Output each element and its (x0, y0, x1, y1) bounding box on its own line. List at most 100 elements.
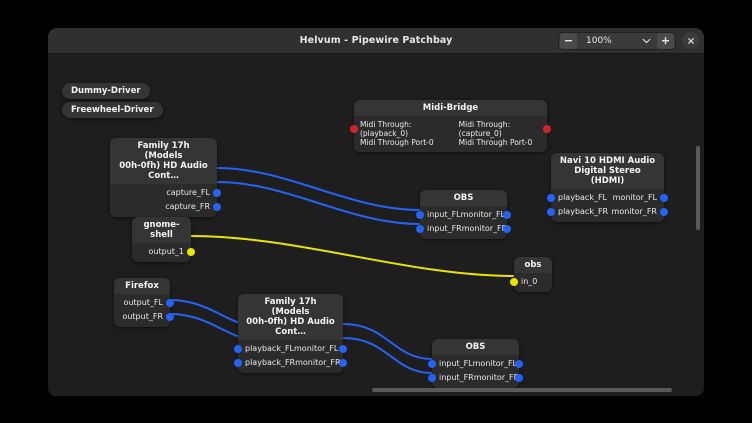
link-gnome-obs (190, 235, 515, 277)
port-label: output_1 (148, 247, 184, 256)
node-title: gnome-shell (143, 220, 180, 240)
port-row-navi-1[interactable]: playback_FL monitor_FL (547, 191, 668, 205)
patchbay-canvas[interactable]: Dummy-Driver Freewheel-Driver Midi-Bridg… (48, 54, 704, 396)
node-title: Dummy-Driver (71, 86, 141, 96)
node-title: Family 17h (Models 00h-0fh) HD Audio Con… (119, 141, 208, 181)
port-dot-playback-fr[interactable] (234, 359, 242, 367)
port-dot-playback-fl[interactable] (547, 194, 555, 202)
port-row-obs-bot-2[interactable]: input_FR monitor_FR (428, 371, 523, 385)
port-dot-monitor-fl[interactable] (339, 345, 347, 353)
port-label: output_FR (122, 312, 163, 321)
port-label: input_FR (439, 373, 474, 382)
port-label: monitor_FL (460, 210, 505, 219)
port-dot-input-fl[interactable] (416, 211, 424, 219)
titlebar-controls: 100% (558, 28, 699, 53)
port-label: in_0 (521, 277, 538, 286)
port-dot-midi-in[interactable] (350, 125, 358, 133)
node-title: OBS (465, 342, 486, 352)
port-label: monitor_FL (612, 193, 657, 202)
node-dummy-driver[interactable]: Dummy-Driver (62, 83, 150, 99)
port-label: playback_FR (245, 358, 296, 367)
port-label: monitor_FR (461, 224, 508, 233)
port-output-fl[interactable]: output_FL (114, 296, 174, 310)
port-row-fam-bot-1[interactable]: playback_FL monitor_FL (234, 342, 347, 356)
node-firefox[interactable]: Firefox output_FL output_FR (114, 278, 174, 327)
port-label: capture_FL (166, 188, 210, 197)
app-window: Helvum - Pipewire Patchbay 100% (48, 28, 704, 396)
node-family17h-top[interactable]: Family 17h (Models 00h-0fh) HD Audio Con… (110, 138, 221, 217)
zoom-control-group[interactable]: 100% (558, 31, 676, 50)
port-capture-fl[interactable]: capture_FL (110, 186, 221, 200)
link-capture-fr (216, 181, 421, 225)
title-bar[interactable]: Helvum - Pipewire Patchbay 100% (48, 28, 704, 54)
port-output-fr[interactable]: output_FR (114, 310, 174, 324)
node-title: Family 17h (Models 00h-0fh) HD Audio Con… (246, 297, 335, 337)
port-midi-playback[interactable]: Midi Through:(playback_0) Midi Through P… (360, 120, 434, 147)
port-dot-output-fr[interactable] (166, 313, 174, 321)
node-family17h-bottom[interactable]: Family 17h (Models 00h-0fh) HD Audio Con… (234, 294, 347, 373)
port-dot-playback-fr[interactable] (547, 208, 555, 216)
node-title: obs (524, 260, 542, 270)
node-gnome-shell[interactable]: gnome-shell output_1 (132, 217, 195, 262)
node-title: OBS (453, 193, 474, 203)
port-label: monitor_FR (611, 207, 657, 216)
port-dot-in-0[interactable] (510, 278, 518, 286)
node-obs-bottom[interactable]: OBS input_FL monitor_FL input_FR monitor… (428, 339, 523, 388)
port-dot-capture-fr[interactable] (213, 203, 221, 211)
port-dot-playback-fl[interactable] (234, 345, 242, 353)
plus-icon[interactable] (657, 32, 674, 49)
port-label: input_FL (439, 359, 473, 368)
port-dot-monitor-fl[interactable] (660, 194, 668, 202)
close-icon[interactable] (682, 32, 699, 49)
port-dot-input-fl[interactable] (428, 360, 436, 368)
port-dot-midi-out[interactable] (543, 125, 551, 133)
port-label: output_FL (123, 298, 163, 307)
port-row-obs-top-2[interactable]: input_FR monitor_FR (416, 222, 511, 236)
vertical-scrollbar[interactable] (696, 146, 700, 230)
port-label: playback_FR (558, 207, 609, 216)
port-output-1[interactable]: output_1 (132, 245, 195, 259)
node-navi10-hdmi[interactable]: Navi 10 HDMI Audio Digital Stereo (HDMI)… (547, 153, 668, 222)
port-dot-monitor-fr[interactable] (503, 225, 511, 233)
node-obs-small[interactable]: obs in_0 (510, 257, 552, 292)
port-in-0[interactable]: in_0 (510, 275, 552, 289)
link-firefox-fr (169, 313, 249, 339)
port-midi-capture[interactable]: Midi Through:(capture_0) Midi Through Po… (458, 120, 533, 147)
horizontal-scrollbar[interactable] (372, 388, 672, 392)
port-dot-monitor-fr[interactable] (515, 374, 523, 382)
link-firefox-fl (169, 299, 249, 325)
port-label: playback_FL (245, 344, 295, 353)
port-capture-fr[interactable]: capture_FR (110, 200, 221, 214)
node-title: Firefox (125, 281, 159, 291)
port-row-obs-bot-1[interactable]: input_FL monitor_FL (428, 357, 523, 371)
port-label: monitor_FL (472, 359, 517, 368)
node-freewheel-driver[interactable]: Freewheel-Driver (62, 102, 163, 118)
link-monitor-fl (342, 323, 433, 360)
chevron-down-icon[interactable] (636, 33, 656, 49)
port-label: playback_FL (558, 193, 608, 202)
port-label: input_FR (427, 224, 462, 233)
node-obs-top[interactable]: OBS input_FL monitor_FL input_FR monitor… (416, 190, 511, 239)
port-dot-input-fr[interactable] (416, 225, 424, 233)
port-dot-input-fr[interactable] (428, 374, 436, 382)
port-label: input_FL (427, 210, 461, 219)
port-dot-monitor-fr[interactable] (339, 359, 347, 367)
port-row-obs-top-1[interactable]: input_FL monitor_FL (416, 208, 511, 222)
port-dot-output-1[interactable] (187, 248, 195, 256)
link-capture-fl (216, 167, 421, 211)
port-dot-output-fl[interactable] (166, 299, 174, 307)
port-dot-capture-fl[interactable] (213, 189, 221, 197)
node-title: Freewheel-Driver (71, 105, 154, 115)
minus-icon[interactable] (560, 32, 577, 49)
port-label: monitor_FR (295, 358, 341, 367)
port-label: monitor_FR (473, 373, 520, 382)
link-monitor-fr (342, 337, 433, 374)
zoom-level-value[interactable]: 100% (586, 35, 612, 46)
port-dot-monitor-fl[interactable] (515, 360, 523, 368)
port-label: capture_FR (165, 202, 210, 211)
port-dot-monitor-fr[interactable] (660, 208, 668, 216)
port-row-navi-2[interactable]: playback_FR monitor_FR (547, 205, 668, 219)
node-midi-bridge[interactable]: Midi-Bridge Midi Through:(playback_0) Mi… (350, 100, 551, 152)
port-row-fam-bot-2[interactable]: playback_FR monitor_FR (234, 356, 347, 370)
port-dot-monitor-fl[interactable] (503, 211, 511, 219)
